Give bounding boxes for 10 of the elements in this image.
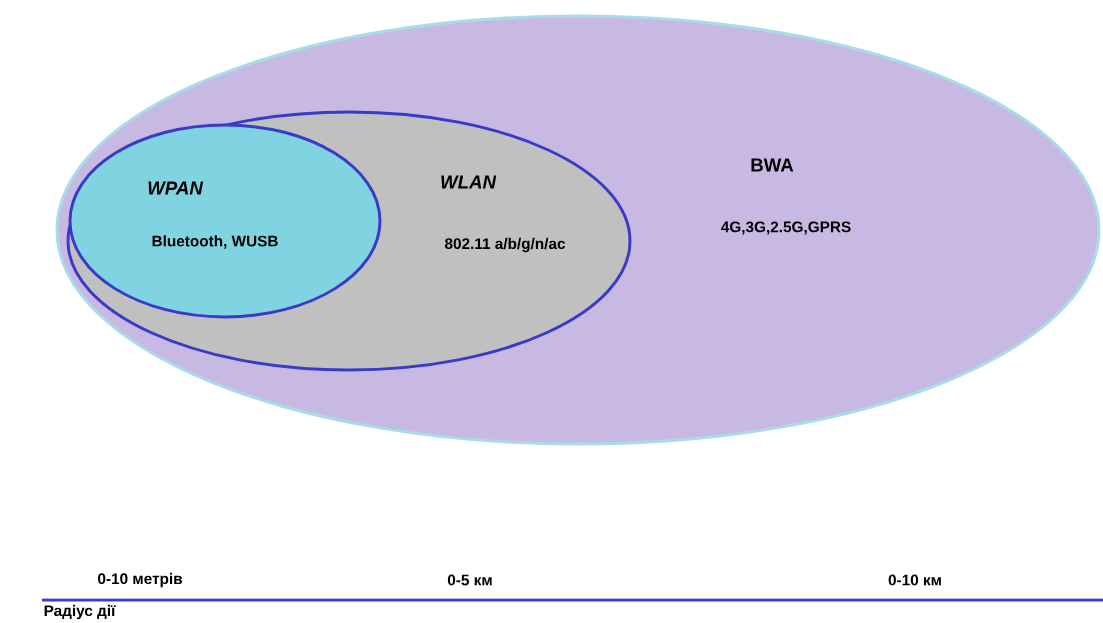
region-title: WPAN	[148, 181, 204, 195]
range-label: 0-5 км	[447, 574, 492, 586]
region-title: WLAN	[441, 175, 497, 189]
region-label: 4G,3G,2.5G,GPRS	[721, 221, 851, 235]
range-label: Радіус дії	[44, 604, 116, 620]
region-title: BWA	[751, 158, 794, 172]
range-label: 0-10 км	[888, 574, 941, 586]
range-label: 0-10 метрів	[98, 572, 182, 588]
region-label: 802.11 a/b/g/n/ac	[444, 237, 566, 253]
region-label: Bluetooth, WUSB	[152, 235, 278, 249]
